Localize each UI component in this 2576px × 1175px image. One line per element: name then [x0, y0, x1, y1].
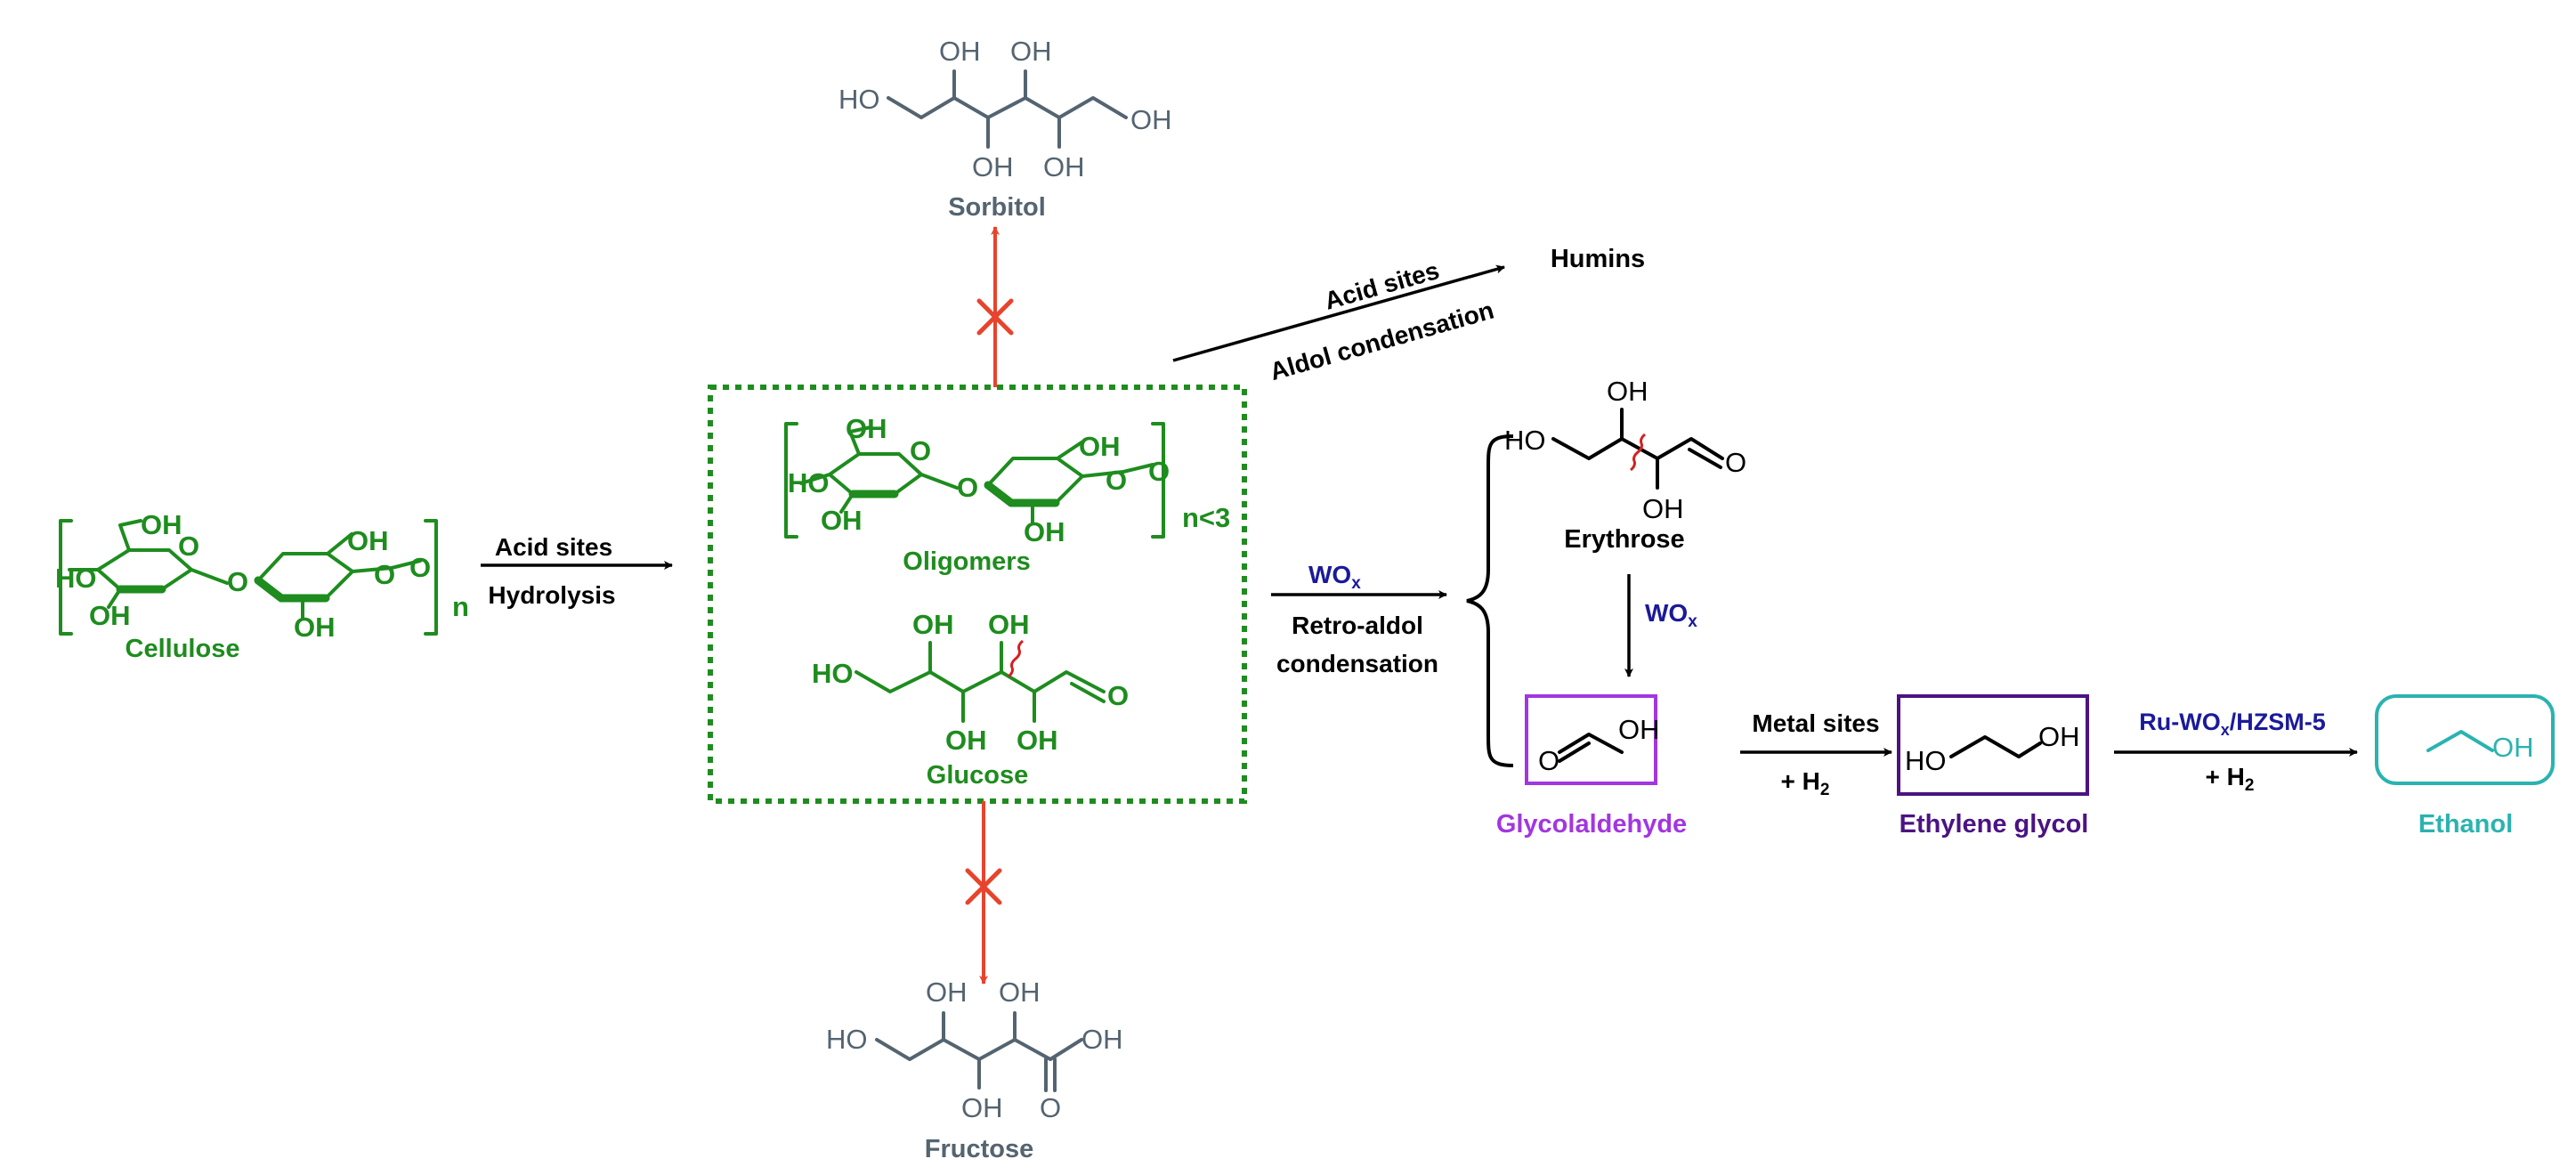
fructose-atoms: HO OH OH OH OH O: [826, 976, 1123, 1123]
retro-aldol-label: Retro-aldol: [1292, 612, 1423, 639]
cellulose-atoms: OH O HO OH O OH O O OH n: [55, 509, 469, 643]
ethanol-structure: [2426, 730, 2494, 752]
svg-text:OH: OH: [347, 525, 389, 556]
sorbitol-atoms: HO OH OH OH OH OH: [838, 36, 1172, 182]
aldol-condensation-label: Aldol condensation: [1267, 296, 1496, 386]
svg-text:O: O: [1148, 456, 1170, 487]
ethanol-box: [2375, 694, 2555, 785]
acid-sites-label-2: Acid sites: [1322, 256, 1443, 315]
svg-text:HO: HO: [826, 1024, 868, 1055]
product-brace: [1466, 434, 1514, 767]
glycolaldehyde-label: Glycolaldehyde: [1496, 810, 1687, 839]
svg-text:O: O: [1725, 447, 1746, 478]
ethylene-glycol-box: [1897, 694, 2089, 796]
humins-arrow: [1172, 264, 1505, 362]
svg-text:OH: OH: [972, 151, 1014, 182]
ethanol-label: Ethanol: [2418, 810, 2513, 839]
svg-text:OH: OH: [945, 725, 987, 756]
erythrose-cleavage-mark: [1630, 433, 1646, 472]
h2-label-2: + H2: [2206, 763, 2255, 795]
svg-text:HO: HO: [55, 563, 97, 594]
erythrose-label: Erythrose: [1564, 525, 1684, 554]
condensation-label: condensation: [1276, 650, 1438, 677]
glucose-cleavage-mark: [1008, 639, 1024, 678]
erythrose-structure: [1551, 408, 1724, 490]
wox-label-main: WOx: [1308, 561, 1361, 593]
glucose-label: Glucose: [927, 761, 1028, 790]
svg-text:HO: HO: [812, 658, 854, 689]
erythrose-atoms: HO OH OH O: [1504, 376, 1746, 524]
glycolaldehyde-atoms: O OH: [1538, 714, 1660, 776]
svg-text:O: O: [1538, 745, 1559, 776]
svg-text:O: O: [178, 531, 199, 562]
glycolaldehyde-structure: [1558, 733, 1624, 763]
svg-text:OH: OH: [1607, 376, 1648, 407]
oligomers-label: Oligomers: [903, 547, 1030, 576]
svg-text:OH: OH: [1043, 151, 1085, 182]
sorbitol-structure: [887, 69, 1128, 149]
svg-text:O: O: [409, 552, 431, 583]
wox-label-down: WOx: [1645, 599, 1697, 631]
svg-text:OH: OH: [912, 609, 954, 640]
svg-text:OH: OH: [1081, 1024, 1123, 1055]
svg-text:OH: OH: [2038, 721, 2080, 752]
svg-text:n<3: n<3: [1182, 502, 1230, 533]
svg-text:OH: OH: [1010, 36, 1052, 67]
svg-text:O: O: [374, 559, 395, 590]
svg-text:O: O: [910, 435, 931, 466]
h2-label-1: + H2: [1781, 767, 1830, 799]
svg-text:O: O: [1107, 680, 1129, 711]
svg-text:OH: OH: [294, 612, 336, 643]
glycolaldehyde-box: [1525, 694, 1657, 785]
ethylene-glycol-label: Ethylene glycol: [1900, 810, 2089, 839]
cellulose-structure: [59, 519, 438, 636]
svg-text:OH: OH: [821, 505, 863, 536]
hydrolysis-label: Hydrolysis: [488, 581, 615, 609]
svg-text:HO: HO: [1905, 745, 1947, 776]
svg-text:OH: OH: [1024, 516, 1065, 547]
svg-text:OH: OH: [1642, 493, 1684, 524]
svg-text:HO: HO: [1504, 425, 1546, 456]
svg-text:OH: OH: [846, 413, 887, 444]
svg-text:OH: OH: [926, 976, 968, 1008]
humins-label: Humins: [1551, 245, 1645, 273]
ethanol-oh: OH: [2492, 732, 2534, 763]
svg-text:O: O: [1040, 1092, 1061, 1123]
fructose-structure: [875, 1011, 1083, 1092]
cellulose-derivatives-box: [708, 385, 1247, 804]
svg-text:O: O: [957, 472, 978, 503]
ethylene-glycol-atoms: HO OH: [1905, 721, 2080, 776]
svg-text:HO: HO: [838, 84, 880, 115]
blocked-cross-up-icon: [976, 298, 1014, 336]
cellulose-label: Cellulose: [126, 635, 240, 663]
ru-catalyst-label: Ru-WOx/HZSM-5: [2139, 709, 2325, 739]
svg-text:OH: OH: [1017, 725, 1058, 756]
blocked-cross-down-icon: [965, 868, 1002, 905]
svg-text:OH: OH: [141, 509, 182, 540]
svg-text:O: O: [1106, 465, 1127, 496]
acid-sites-label-1: Acid sites: [495, 533, 612, 561]
svg-text:OH: OH: [1079, 431, 1121, 462]
svg-text:n: n: [452, 591, 469, 622]
svg-text:OH: OH: [939, 36, 981, 67]
svg-text:OH: OH: [1130, 104, 1172, 135]
svg-text:OH: OH: [961, 1092, 1003, 1123]
sorbitol-label: Sorbitol: [948, 193, 1046, 222]
svg-text:OH: OH: [999, 976, 1041, 1008]
svg-text:HO: HO: [788, 467, 830, 498]
svg-text:OH: OH: [1618, 714, 1660, 745]
oligomers-atoms: OH O HO OH O OH O O OH n<3: [788, 413, 1230, 547]
ethylene-glycol-structure: [1949, 735, 2042, 758]
svg-text:O: O: [227, 566, 248, 597]
glucose-structure: [855, 641, 1106, 723]
oligomers-structure: [784, 422, 1165, 539]
fructose-label: Fructose: [925, 1135, 1033, 1163]
svg-text:OH: OH: [89, 600, 131, 631]
glucose-atoms: HO OH OH OH OH O: [812, 609, 1129, 756]
svg-text:OH: OH: [988, 609, 1030, 640]
metal-sites-label: Metal sites: [1752, 709, 1879, 737]
